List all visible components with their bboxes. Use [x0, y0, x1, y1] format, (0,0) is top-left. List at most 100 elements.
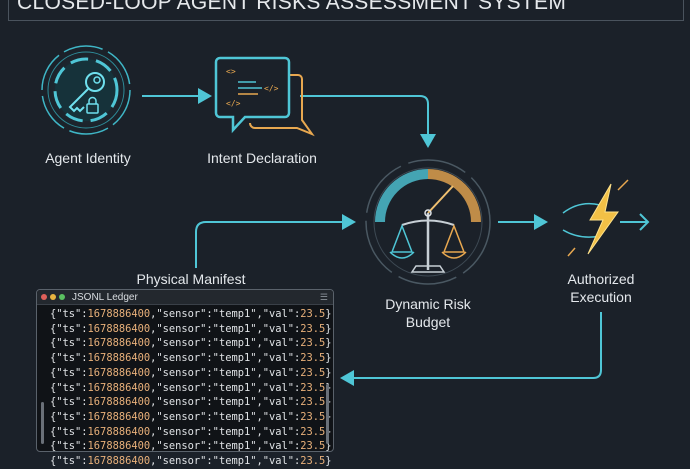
- ledger-val: 23.5: [300, 381, 326, 394]
- ledger-ts: 1678886400: [87, 308, 151, 320]
- ledger-syntax: ,"sensor":": [150, 396, 219, 409]
- menu-icon[interactable]: ☰: [319, 291, 328, 302]
- ledger-syntax: ,"sensor":": [150, 381, 219, 394]
- ledger-syntax: ,"sensor":": [150, 308, 219, 320]
- ledger-ts: 1678886400: [87, 366, 151, 379]
- jsonl-ledger-window: JSONL Ledger ☰ {"ts":1678886400,"sensor"…: [36, 289, 334, 467]
- arrow-manifest-to-budget: [195, 214, 356, 268]
- ledger-syntax: ,"sensor":": [150, 410, 219, 423]
- ledger-row: {"ts":1678886400,"sensor":"temp1","val":…: [50, 454, 332, 469]
- ledger-syntax: {"ts":: [50, 352, 88, 365]
- ledger-syntax: ","val":: [250, 440, 301, 453]
- physical-manifest-label: Physical Manifest: [136, 271, 246, 287]
- ledger-syntax: ","val":: [250, 425, 301, 438]
- ledger-syntax: {"ts":: [50, 410, 88, 423]
- ledger-syntax: {"ts":: [50, 308, 88, 320]
- ledger-val: 23.5: [300, 425, 326, 438]
- ledger-row: {"ts":1678886400,"sensor":"temp1","val":…: [50, 381, 332, 396]
- ledger-val: 23.5: [300, 366, 326, 379]
- minimize-button[interactable]: [50, 294, 56, 300]
- ledger-syntax: ,"sensor":": [150, 322, 219, 335]
- ledger-syntax: ,"sensor":": [150, 352, 219, 365]
- ledger-sensor: temp1: [218, 396, 251, 409]
- ledger-syntax: {"ts":: [50, 455, 88, 468]
- ledger-title-bar: JSONL Ledger ☰: [37, 290, 333, 305]
- ledger-sensor: temp1: [218, 410, 251, 423]
- ledger-syntax: ","val":: [250, 308, 301, 320]
- page-title: CLOSED-LOOP AGENT RISKS ASSESSMENT SYSTE…: [17, 0, 567, 14]
- ledger-syntax: {"ts":: [50, 322, 88, 335]
- ledger-syntax: {"ts":: [50, 337, 88, 350]
- ledger-sensor: temp1: [218, 425, 251, 438]
- ledger-val: 23.5: [300, 352, 326, 365]
- ledger-syntax: }: [325, 352, 332, 365]
- lightning-bolt-icon: [562, 179, 650, 257]
- ledger-syntax: }: [325, 322, 332, 335]
- ledger-syntax: ,"sensor":": [150, 440, 219, 453]
- ledger-syntax: ","val":: [250, 455, 301, 468]
- ledger-ts: 1678886400: [87, 352, 151, 365]
- arrow-execution-to-ledger: [340, 312, 602, 386]
- ledger-syntax: {"ts":: [50, 396, 88, 409]
- dynamic-risk-budget-label-line2: Budget: [405, 314, 451, 330]
- gauge-scales-icon: [365, 159, 491, 285]
- key-lock-icon: [38, 42, 134, 138]
- ledger-syntax: {"ts":: [50, 440, 88, 453]
- ledger-syntax: {"ts":: [50, 366, 88, 379]
- ledger-syntax: {"ts":: [50, 425, 88, 438]
- ledger-sensor: temp1: [218, 455, 251, 468]
- ledger-syntax: }: [325, 455, 332, 468]
- dynamic-risk-budget-label: Dynamic Risk Budget: [385, 295, 471, 331]
- ledger-val: 23.5: [300, 410, 326, 423]
- ledger-row: {"ts":1678886400,"sensor":"temp1","val":…: [50, 439, 332, 454]
- ledger-row: {"ts":1678886400,"sensor":"temp1","val":…: [50, 351, 332, 366]
- arrow-intent-to-budget: [300, 95, 436, 148]
- ledger-syntax: ","val":: [250, 396, 301, 409]
- ledger-syntax: ,"sensor":": [150, 455, 219, 468]
- ledger-val: 23.5: [300, 396, 326, 409]
- ledger-val: 23.5: [300, 455, 326, 468]
- ledger-syntax: {"ts":: [50, 381, 88, 394]
- close-button[interactable]: [41, 294, 47, 300]
- title-frame: [8, 0, 684, 21]
- ledger-row: {"ts":1678886400,"sensor":"temp1","val":…: [50, 322, 332, 337]
- ledger-ts: 1678886400: [87, 381, 151, 394]
- ledger-sensor: temp1: [218, 440, 251, 453]
- ledger-row: {"ts":1678886400,"sensor":"temp1","val":…: [50, 425, 332, 440]
- ledger-syntax: ","val":: [250, 352, 301, 365]
- ledger-ts: 1678886400: [87, 425, 151, 438]
- left-scrollbar[interactable]: [41, 402, 44, 444]
- ledger-val: 23.5: [300, 337, 326, 350]
- svg-text:</>: </>: [264, 84, 279, 93]
- ledger-syntax: }: [325, 308, 332, 320]
- ledger-row: {"ts":1678886400,"sensor":"temp1","val":…: [50, 410, 332, 425]
- ledger-sensor: temp1: [218, 322, 251, 335]
- ledger-syntax: ,"sensor":": [150, 425, 219, 438]
- svg-text:<>: <>: [226, 67, 236, 76]
- dynamic-risk-budget-label-line1: Dynamic Risk: [385, 296, 471, 312]
- ledger-syntax: ","val":: [250, 381, 301, 394]
- ledger-row: {"ts":1678886400,"sensor":"temp1","val":…: [50, 307, 332, 322]
- ledger-ts: 1678886400: [87, 337, 151, 350]
- ledger-ts: 1678886400: [87, 455, 151, 468]
- ledger-row: {"ts":1678886400,"sensor":"temp1","val":…: [50, 336, 332, 351]
- svg-text:</>: </>: [226, 99, 241, 108]
- ledger-syntax: ","val":: [250, 410, 301, 423]
- maximize-button[interactable]: [59, 294, 65, 300]
- right-scrollbar[interactable]: [326, 384, 329, 444]
- ledger-row: {"ts":1678886400,"sensor":"temp1","val":…: [50, 366, 332, 381]
- ledger-sensor: temp1: [218, 337, 251, 350]
- ledger-sensor: temp1: [218, 308, 251, 320]
- ledger-sensor: temp1: [218, 352, 251, 365]
- ledger-ts: 1678886400: [87, 410, 151, 423]
- ledger-rows: {"ts":1678886400,"sensor":"temp1","val":…: [50, 307, 332, 469]
- ledger-syntax: ","val":: [250, 366, 301, 379]
- ledger-val: 23.5: [300, 308, 326, 320]
- authorized-execution-label-line2: Execution: [570, 289, 632, 305]
- ledger-ts: 1678886400: [87, 440, 151, 453]
- ledger-syntax: ","val":: [250, 322, 301, 335]
- ledger-sensor: temp1: [218, 366, 251, 379]
- ledger-ts: 1678886400: [87, 396, 151, 409]
- ledger-val: 23.5: [300, 322, 326, 335]
